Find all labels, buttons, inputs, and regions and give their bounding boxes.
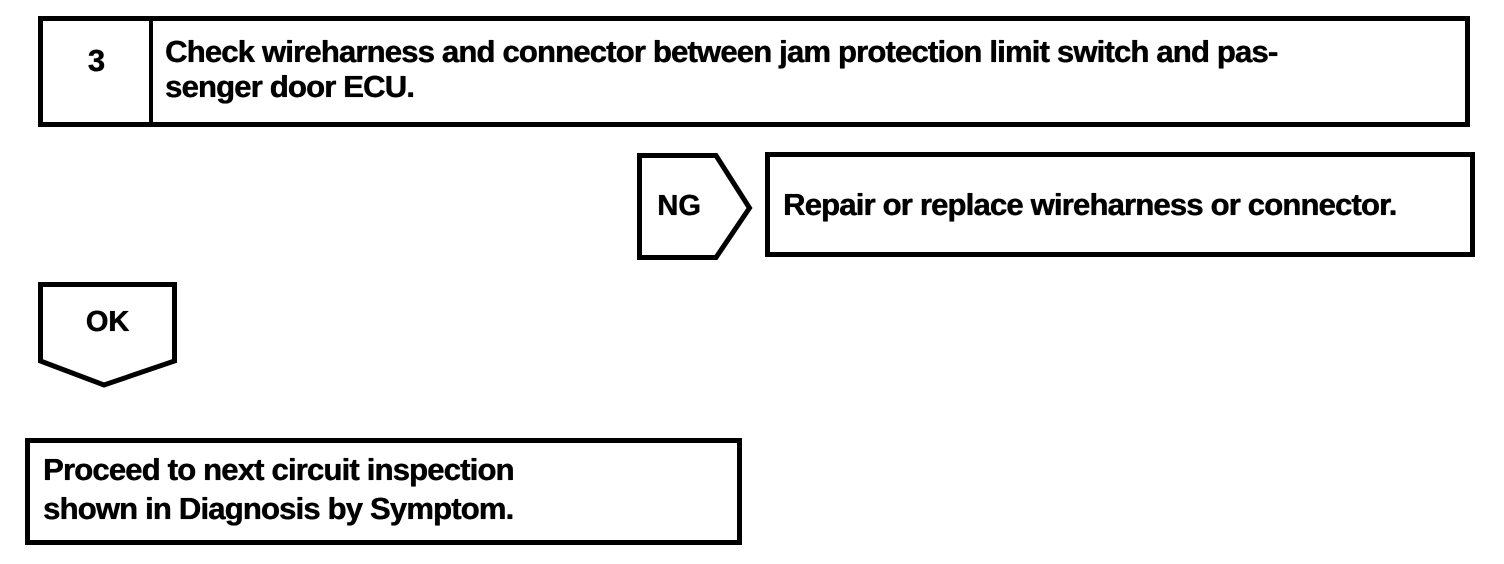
ok-pentagon-icon — [38, 282, 177, 388]
ok-label: OK — [85, 306, 130, 338]
ok-action-box: Proceed to next circuit inspection shown… — [25, 438, 742, 545]
step-number: 3 — [87, 42, 105, 78]
step-instruction: Check wireharness and connector between … — [165, 34, 1278, 104]
ng-pentagon-icon — [637, 153, 753, 260]
ng-action-text: Repair or replace wireharness or connect… — [783, 186, 1397, 222]
step-box: 3 Check wireharness and connector betwee… — [38, 16, 1470, 127]
ng-label: NG — [657, 190, 701, 222]
ng-connector: NG — [637, 153, 753, 260]
step-number-cell: 3 — [43, 21, 153, 122]
ok-connector: OK — [38, 282, 177, 388]
ng-action-box: Repair or replace wireharness or connect… — [765, 152, 1475, 257]
